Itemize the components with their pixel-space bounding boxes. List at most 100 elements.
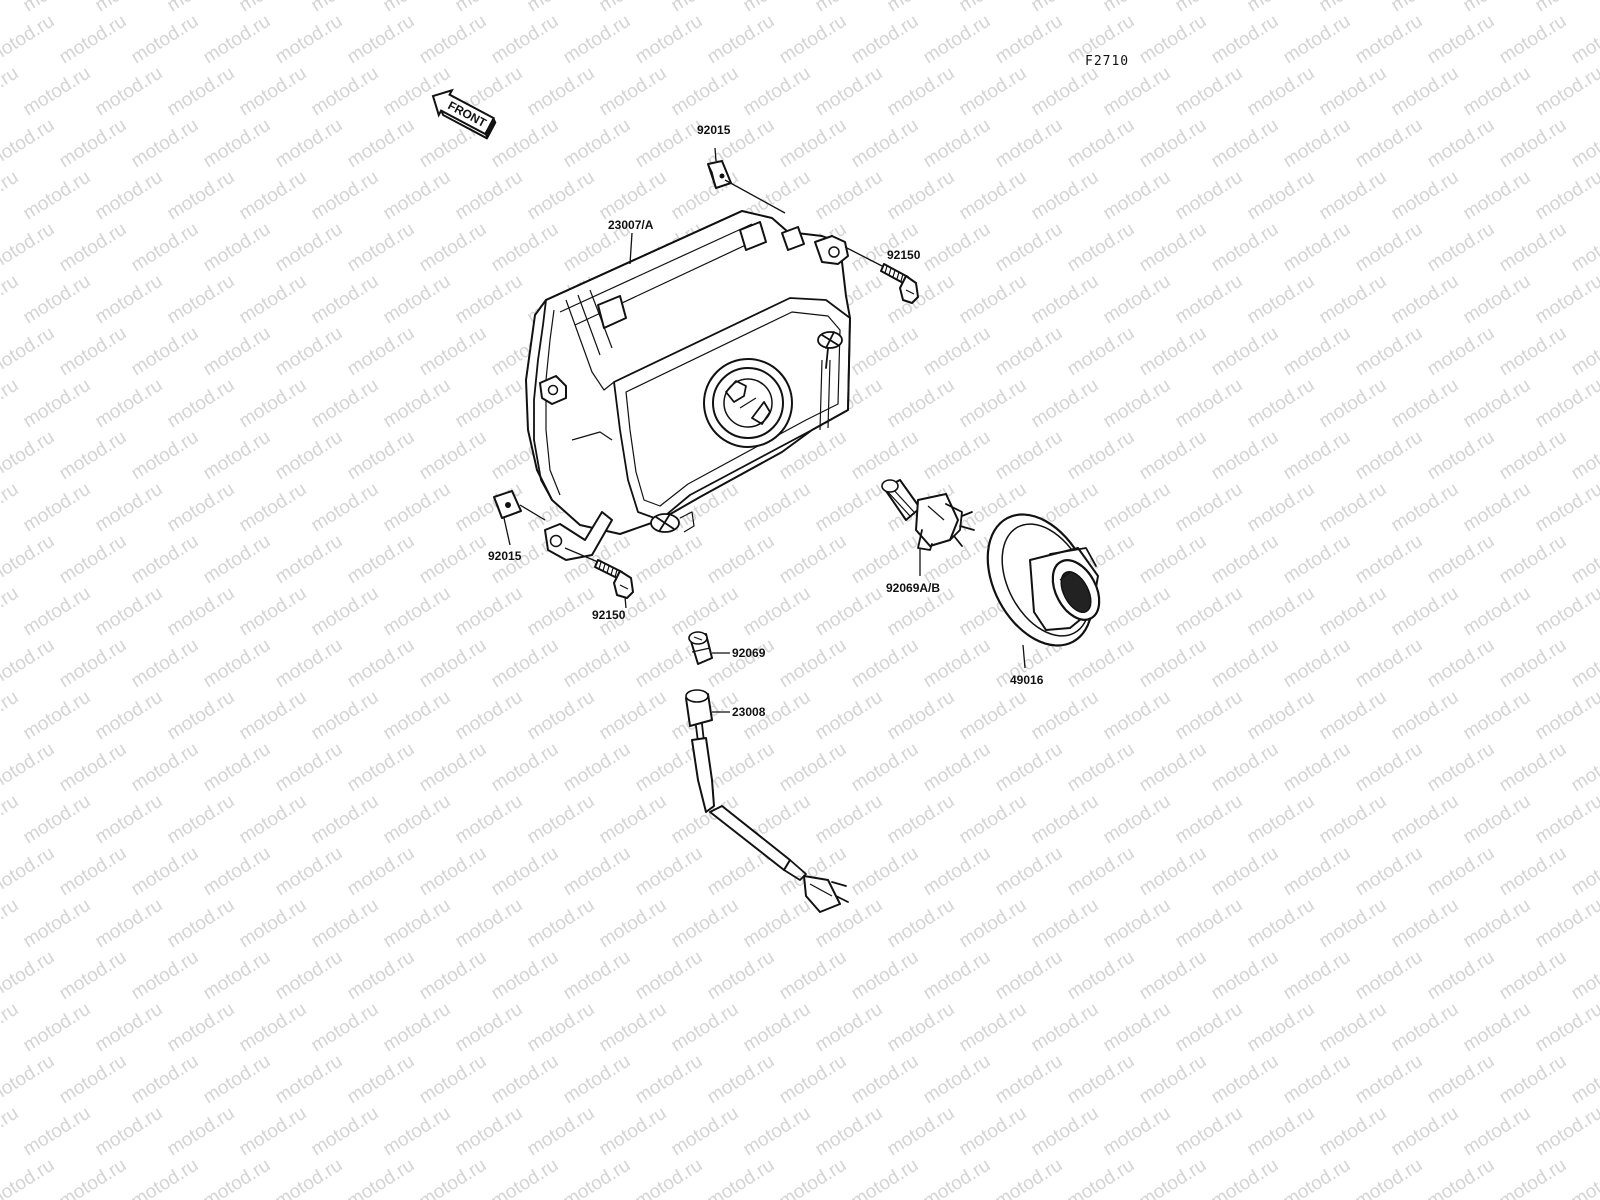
watermark-text: motod.ru [848,11,923,69]
watermark-text: motod.ru [1352,1051,1427,1109]
watermark-text: motod.ru [956,167,1031,225]
watermark-text: motod.ru [776,1155,851,1200]
watermark-text: motod.ru [1064,219,1139,277]
watermark-text: motod.ru [380,0,455,16]
watermark-text: motod.ru [1208,115,1283,173]
bolt-right-number: 92150 [887,248,921,262]
watermark-text: motod.ru [920,427,995,485]
bulb-cover[interactable] [967,497,1114,664]
watermark-text: motod.ru [596,999,671,1057]
watermark-text: motod.ru [1352,219,1427,277]
watermark-text: motod.ru [884,375,959,433]
socket-harness[interactable] [685,689,849,913]
watermark-text: motod.ru [920,635,995,693]
bolt-right[interactable] [880,263,919,304]
watermark-text: motod.ru [20,375,95,433]
watermark-text: motod.ru [1532,271,1600,329]
watermark-text: motod.ru [1208,947,1283,1005]
watermark-text: motod.ru [128,323,203,381]
watermark-text: motod.ru [236,271,311,329]
watermark-text: motod.ru [1244,0,1319,16]
watermark-text: motod.ru [0,427,58,485]
watermark-text: motod.ru [812,1103,887,1161]
watermark-text: motod.ru [1316,687,1391,745]
watermark-text: motod.ru [308,999,383,1057]
watermark-text: motod.ru [1460,583,1535,641]
watermark-text: motod.ru [20,1103,95,1161]
headlight-bulb[interactable] [881,479,975,551]
watermark-text: motod.ru [524,583,599,641]
watermark-text: motod.ru [0,115,58,173]
headlight-unit[interactable] [525,210,851,561]
watermark-text: motod.ru [416,947,491,1005]
watermark-text: motod.ru [1172,375,1247,433]
watermark-text: motod.ru [200,1051,275,1109]
watermark-text: motod.ru [1568,1155,1600,1200]
watermark-text: motod.ru [344,323,419,381]
watermark-text: motod.ru [344,219,419,277]
watermark-text: motod.ru [1280,1051,1355,1109]
watermark-text: motod.ru [704,635,779,693]
clip-top-number: 92015 [697,123,731,137]
bolt-bottom[interactable] [594,559,634,599]
watermark-text: motod.ru [92,271,167,329]
watermark-text: motod.ru [1388,0,1463,16]
watermark-text: motod.ru [164,271,239,329]
watermark-text: motod.ru [1424,947,1499,1005]
watermark-text: motod.ru [992,1155,1067,1200]
watermark-text: motod.ru [1028,375,1103,433]
watermark-text: motod.ru [704,1155,779,1200]
watermark-text: motod.ru [1244,63,1319,121]
watermark-text: motod.ru [1172,63,1247,121]
watermark-text: motod.ru [1172,0,1247,16]
watermark-text: motod.ru [0,1051,58,1109]
watermark-text: motod.ru [1244,583,1319,641]
watermark-text: motod.ru [200,11,275,69]
watermark-text: motod.ru [1316,63,1391,121]
watermark-text: motod.ru [1532,791,1600,849]
watermark-text: motod.ru [380,167,455,225]
position-bulb[interactable] [688,631,713,665]
watermark-text: motod.ru [1064,635,1139,693]
watermark-text: motod.ru [668,1103,743,1161]
watermark-text: motod.ru [488,947,563,1005]
watermark-text: motod.ru [596,1103,671,1161]
watermark-text: motod.ru [776,947,851,1005]
watermark-text: motod.ru [0,11,58,69]
watermark-text: motod.ru [956,999,1031,1057]
watermark-text: motod.ru [1064,427,1139,485]
watermark-text: motod.ru [272,531,347,589]
watermark-text: motod.ru [1496,947,1571,1005]
watermark-text: motod.ru [0,531,58,589]
watermark-text: motod.ru [0,323,58,381]
watermark-text: motod.ru [848,843,923,901]
watermark-text: motod.ru [1496,531,1571,589]
watermark-text: motod.ru [884,167,959,225]
watermark-text: motod.ru [1496,427,1571,485]
watermark-text: motod.ru [704,739,779,797]
watermark-text: motod.ru [1352,1155,1427,1200]
watermark-text: motod.ru [380,895,455,953]
watermark-text: motod.ru [164,375,239,433]
watermark-text: motod.ru [956,895,1031,953]
watermark-text: motod.ru [920,843,995,901]
watermark-text: motod.ru [1028,791,1103,849]
watermark-text: motod.ru [1172,167,1247,225]
watermark-text: motod.ru [452,687,527,745]
watermark-text: motod.ru [1064,843,1139,901]
watermark-text: motod.ru [416,635,491,693]
watermark-text: motod.ru [452,271,527,329]
watermark-text: motod.ru [920,739,995,797]
watermark-text: motod.ru [1280,635,1355,693]
watermark-text: motod.ru [308,895,383,953]
watermark-text: motod.ru [560,1051,635,1109]
watermark-text: motod.ru [668,999,743,1057]
watermark-text: motod.ru [776,739,851,797]
clip-left[interactable] [493,490,522,519]
watermark-text: motod.ru [1460,791,1535,849]
watermark-text: motod.ru [1352,635,1427,693]
watermark-text: motod.ru [128,947,203,1005]
watermark-text: motod.ru [1424,1155,1499,1200]
watermark-text: motod.ru [632,947,707,1005]
watermark-text: motod.ru [0,895,22,953]
